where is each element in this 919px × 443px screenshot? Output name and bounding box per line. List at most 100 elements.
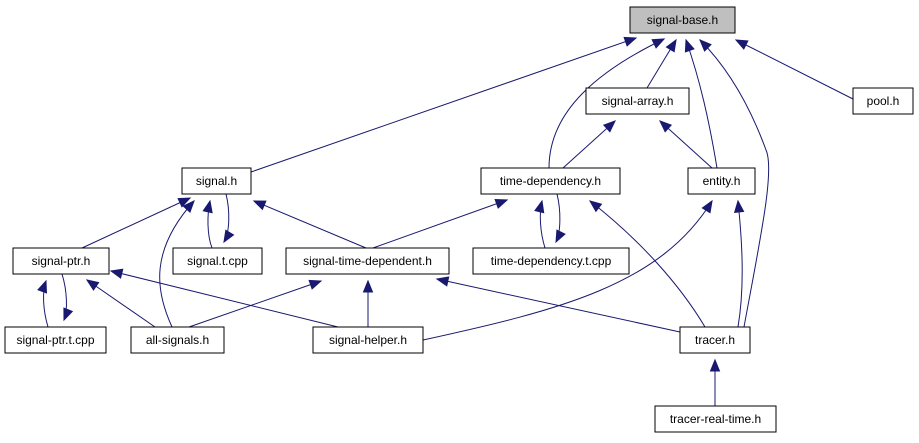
arrowhead-icon xyxy=(701,199,713,214)
node-signal[interactable]: signal.h xyxy=(181,167,252,195)
edge-line xyxy=(659,120,713,169)
node-label: tracer-real-time.h xyxy=(670,412,761,426)
node-label: signal-helper.h xyxy=(329,333,407,347)
node-signal-ptr[interactable]: signal-ptr.h xyxy=(12,247,110,275)
edge-signal-to-signal-t-cpp xyxy=(223,193,235,244)
node-box[interactable] xyxy=(852,87,914,115)
arrowhead-icon xyxy=(202,199,213,214)
edge-line xyxy=(372,199,508,249)
node-tracer-real-time[interactable]: tracer-real-time.h xyxy=(654,405,777,433)
edge-pool-to-signal-base xyxy=(734,39,854,100)
edge-line xyxy=(422,200,713,341)
edge-signal-ptr-to-signal-ptr-t-cpp xyxy=(61,273,74,322)
node-box[interactable] xyxy=(130,326,225,354)
node-time-dependency-t-cpp[interactable]: time-dependency.t.cpp xyxy=(472,247,630,275)
node-box[interactable] xyxy=(172,247,263,275)
node-label: time-dependency.t.cpp xyxy=(491,254,612,268)
node-signal-time-dependent[interactable]: signal-time-dependent.h xyxy=(285,247,450,275)
edge-line xyxy=(548,38,665,169)
edge-line xyxy=(250,37,637,173)
arrowhead-icon xyxy=(665,38,677,53)
node-box[interactable] xyxy=(654,405,777,433)
node-label: time-dependency.h xyxy=(500,174,601,188)
arrowhead-icon xyxy=(362,279,374,293)
node-box[interactable] xyxy=(679,326,751,354)
arrowhead-icon xyxy=(651,38,666,49)
arrowhead-icon xyxy=(534,199,545,214)
edge-signal-ptr-t-cpp-to-signal-ptr xyxy=(37,279,49,328)
node-pool[interactable]: pool.h xyxy=(852,87,914,115)
node-box[interactable] xyxy=(629,6,736,34)
arrowhead-icon xyxy=(555,229,566,244)
node-label: signal.h xyxy=(196,174,237,188)
node-label: all-signals.h xyxy=(146,333,209,347)
edge-line xyxy=(81,197,191,249)
node-box[interactable] xyxy=(480,167,621,195)
edge-signal-ptr-to-signal xyxy=(81,197,192,249)
edge-all-signals-to-signal-time-dependent xyxy=(188,279,323,328)
node-signal-base[interactable]: signal-base.h xyxy=(629,6,736,34)
edge-line xyxy=(253,200,367,249)
edge-signal-helper-to-entity xyxy=(422,199,713,341)
edge-tracer-to-signal-base xyxy=(699,39,770,328)
edge-tracer-to-signal-time-dependent xyxy=(435,276,681,333)
edge-signal-helper-to-signal-time-dependent xyxy=(362,279,374,327)
arrowhead-icon xyxy=(109,268,124,279)
node-label: tracer.h xyxy=(695,333,735,347)
node-box[interactable] xyxy=(312,326,424,354)
node-box[interactable] xyxy=(181,167,252,195)
edge-time-dependency-to-signal-array xyxy=(562,120,616,169)
arrowhead-icon xyxy=(177,197,192,208)
arrowhead-icon xyxy=(308,279,323,290)
edge-signal-time-dependent-to-time-dependency xyxy=(372,198,509,249)
arrowhead-icon xyxy=(182,200,195,214)
edge-entity-to-signal-base xyxy=(684,38,718,169)
node-signal-t-cpp[interactable]: signal.t.cpp xyxy=(172,247,263,275)
edge-time-dependency-to-signal-base xyxy=(548,38,666,169)
arrowhead-icon xyxy=(85,279,100,291)
node-box[interactable] xyxy=(687,167,756,195)
edge-line xyxy=(110,270,339,328)
node-label: signal-array.h xyxy=(602,94,674,108)
edge-line xyxy=(562,120,616,169)
arrowhead-icon xyxy=(494,198,509,209)
edge-tracer-real-time-to-tracer xyxy=(709,358,721,406)
arrowhead-icon xyxy=(709,358,721,372)
node-label: entity.h xyxy=(703,174,741,188)
node-entity[interactable]: entity.h xyxy=(687,167,756,195)
edge-tracer-to-time-dependency xyxy=(588,200,706,328)
node-all-signals[interactable]: all-signals.h xyxy=(130,326,225,354)
node-signal-ptr-t-cpp[interactable]: signal-ptr.t.cpp xyxy=(4,326,107,354)
arrowhead-icon xyxy=(252,200,267,211)
node-label: signal-ptr.t.cpp xyxy=(16,333,94,347)
arrowhead-icon xyxy=(37,279,47,294)
edge-line xyxy=(735,39,854,100)
edge-entity-to-signal-array xyxy=(659,120,713,169)
node-box[interactable] xyxy=(4,326,107,354)
arrowhead-icon xyxy=(734,39,749,50)
edge-tracer-to-entity xyxy=(733,199,745,328)
node-label: signal-ptr.h xyxy=(32,254,91,268)
edge-time-dependency-t-cpp-to-time-dependency xyxy=(534,199,546,249)
arrowhead-icon xyxy=(684,38,695,53)
node-time-dependency[interactable]: time-dependency.h xyxy=(480,167,621,195)
node-box[interactable] xyxy=(12,247,110,275)
node-signal-array[interactable]: signal-array.h xyxy=(585,87,690,115)
edge-all-signals-to-signal xyxy=(159,200,195,328)
node-box[interactable] xyxy=(472,247,630,275)
node-label: signal.t.cpp xyxy=(187,254,248,268)
node-signal-helper[interactable]: signal-helper.h xyxy=(312,326,424,354)
edge-signal-time-dependent-to-signal xyxy=(252,200,367,249)
node-tracer[interactable]: tracer.h xyxy=(679,326,751,354)
node-box[interactable] xyxy=(285,247,450,275)
edge-line xyxy=(737,200,743,328)
edge-signal-array-to-signal-base xyxy=(646,38,677,89)
arrowhead-icon xyxy=(588,200,603,213)
edge-line xyxy=(86,279,156,328)
node-label: signal-base.h xyxy=(647,13,718,27)
node-box[interactable] xyxy=(585,87,690,115)
arrowhead-icon xyxy=(699,39,712,52)
edge-time-dependency-to-time-dependency-t-cpp xyxy=(555,193,566,244)
edge-line xyxy=(188,280,322,328)
arrowhead-icon xyxy=(733,199,745,213)
